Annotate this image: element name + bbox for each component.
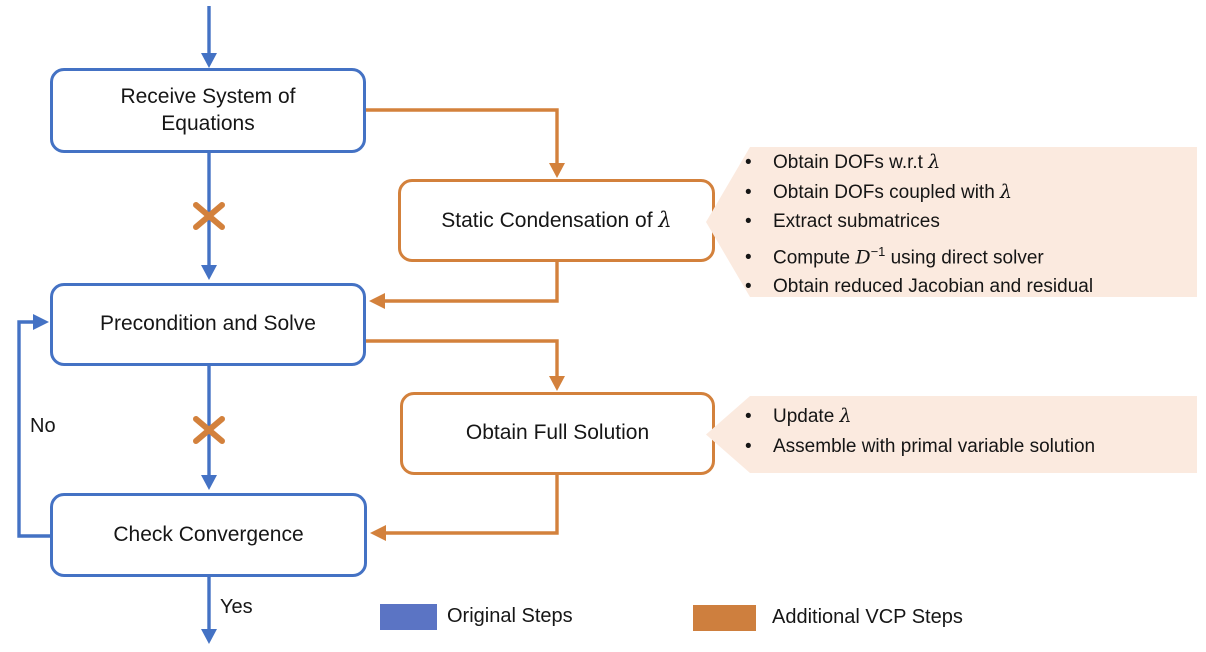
legend-swatch-original-steps <box>380 604 437 630</box>
node-label: Precondition and Solve <box>100 312 316 336</box>
x-mark-icon <box>193 416 225 444</box>
bullet-item: • Assemble with primal variable solution <box>706 432 1197 462</box>
node-precondition-solve: Precondition and Solve <box>50 283 366 366</box>
node-label: Static Condensation of λ <box>441 207 671 235</box>
edge-label-yes: Yes <box>220 596 253 618</box>
arrowhead-receive-to-static <box>549 163 565 178</box>
bullet-icon: • <box>745 435 752 457</box>
math-symbol: λ <box>928 151 941 173</box>
arrowhead-start-to-receive <box>201 53 217 68</box>
arrow-no-loop <box>17 320 52 538</box>
text-segment: Update <box>773 406 840 427</box>
legend-label-original-steps: Original Steps <box>447 605 573 627</box>
bullet-text: Extract submatrices <box>773 207 940 237</box>
text-segment: Extract submatrices <box>773 211 940 232</box>
text-segment: Obtain reduced Jacobian and residual <box>773 276 1094 298</box>
node-label: Receive System of Equations <box>120 84 296 135</box>
arrowhead-static-to-precondition <box>369 293 385 309</box>
node-label: Check Convergence <box>113 522 304 546</box>
bullet-icon: • <box>745 152 752 173</box>
bullet-icon: • <box>745 406 752 427</box>
bullet-item: • Extract submatrices <box>706 207 1197 237</box>
arrow-precondition-to-obtain <box>358 339 559 377</box>
edge-label-no: No <box>30 415 56 437</box>
node-obtain-full-solution: Obtain Full Solution <box>400 392 715 475</box>
text-segment: Obtain DOFs w.r.t <box>773 152 929 173</box>
arrowhead-obtain-to-check <box>370 525 386 541</box>
text-segment: Compute <box>773 246 856 268</box>
bullet-text: Assemble with primal variable solution <box>773 432 1095 462</box>
node-label: Obtain Full Solution <box>465 421 650 445</box>
text-segment: Static Condensation of <box>441 208 659 232</box>
arrowhead-receive-to-precondition <box>201 265 217 280</box>
math-symbol: λ <box>1000 180 1013 203</box>
bullet-icon: • <box>745 181 752 203</box>
arrow-obtain-to-check <box>385 469 559 535</box>
bullet-item: • Compute D−1 using direct solver <box>706 237 1197 273</box>
arrowhead-no-loop <box>33 314 49 330</box>
bullet-text: Compute D−1 using direct solver <box>773 237 1044 273</box>
legend-label-vcp-steps: Additional VCP Steps <box>772 606 963 628</box>
node-check-convergence: Check Convergence <box>50 493 367 577</box>
bullet-text: Obtain DOFs w.r.t λ <box>773 148 940 178</box>
bullet-item: • Obtain DOFs w.r.t λ <box>706 148 1197 178</box>
bullet-text: Obtain DOFs coupled with λ <box>773 178 1012 208</box>
callout-full-solution-details: • Update λ • Assemble with primal variable … <box>706 396 1197 473</box>
arrowhead-precondition-to-obtain <box>549 376 565 391</box>
callout-static-condensation-details: • Obtain DOFs w.r.t λ • Obtain DOFs coupled… <box>706 147 1197 297</box>
math-symbol: λ <box>658 207 672 232</box>
arrowhead-check-to-exit-yes <box>201 629 217 644</box>
arrow-receive-to-static <box>358 108 559 164</box>
bullet-item: • Update λ <box>706 402 1197 432</box>
node-receive-system: Receive System of Equations <box>50 68 366 153</box>
text-segment: Assemble with primal variable solution <box>773 435 1096 457</box>
arrowhead-precondition-to-check <box>201 475 217 490</box>
legend-swatch-vcp-steps <box>693 605 756 631</box>
bullet-text: Update λ <box>773 402 852 432</box>
bullet-item: • Obtain DOFs coupled with λ <box>706 178 1197 208</box>
bullet-icon: • <box>745 246 752 268</box>
x-mark-icon <box>193 202 225 230</box>
node-static-condensation: Static Condensation of λ <box>398 179 715 262</box>
arrow-static-to-precondition <box>384 256 559 303</box>
bullet-text: Obtain reduced Jacobian and residual <box>773 272 1094 298</box>
text-segment: using direct solver <box>885 246 1044 268</box>
bullet-icon: • <box>745 276 752 298</box>
text-segment: −1 <box>870 243 886 259</box>
text-segment: Obtain DOFs coupled with <box>773 181 1001 203</box>
bullet-icon: • <box>745 211 752 232</box>
math-symbol: D <box>855 245 871 268</box>
math-symbol: λ <box>839 405 852 427</box>
bullet-item: • Obtain reduced Jacobian and residual <box>706 272 1197 298</box>
